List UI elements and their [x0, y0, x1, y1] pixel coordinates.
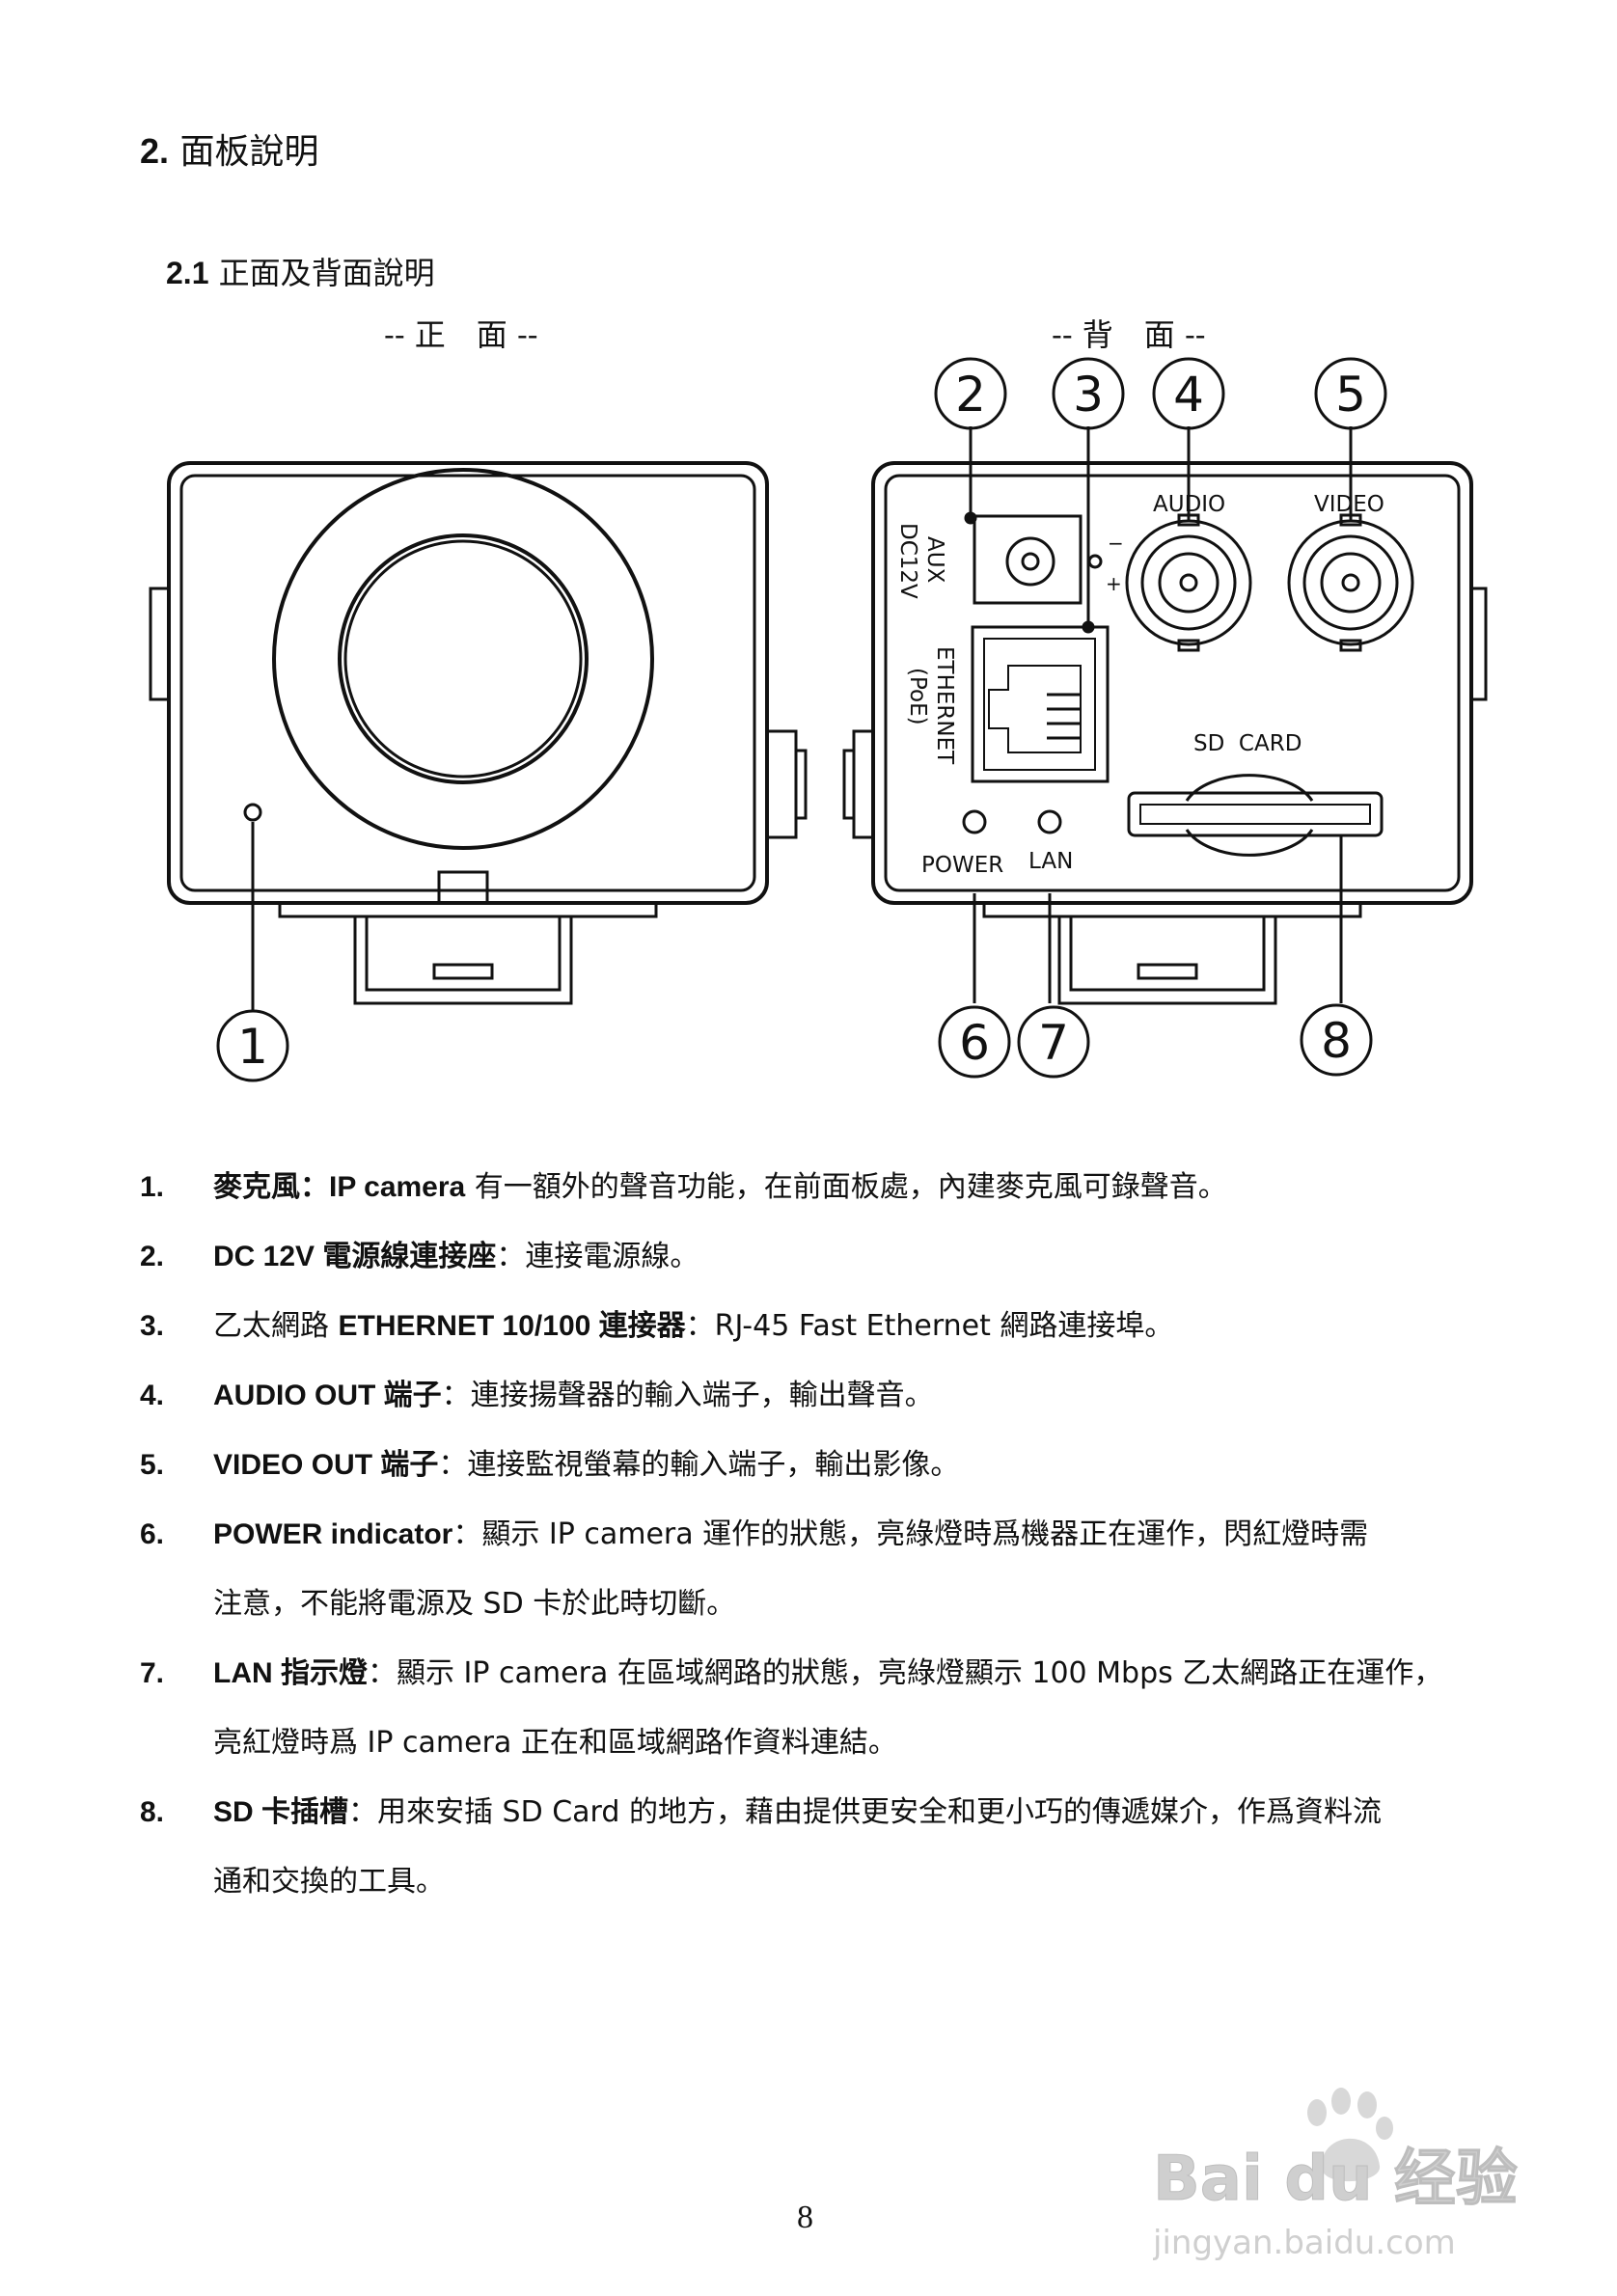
section-heading: 2. 面板說明: [140, 123, 319, 174]
camera-panel-diagram: 1 2 3 4 5 6 7 8 AUX DC12V ETHERNET (PoE)…: [149, 357, 1488, 1082]
plus-label: +: [1106, 572, 1122, 595]
page-number: 8: [797, 2200, 813, 2235]
microphone-hole: [243, 803, 262, 822]
callout-7: 7: [1038, 1015, 1069, 1071]
subsection-number: 2.1: [166, 256, 209, 290]
callout-2: 2: [955, 367, 986, 423]
sd-card-slot: [1127, 774, 1384, 857]
aux-label: AUX: [922, 536, 947, 584]
sd-card-label: SD CARD: [1193, 731, 1302, 756]
audio-label: AUDIO: [1153, 492, 1225, 517]
lens-ring: [272, 468, 654, 850]
dc-power-jack: [973, 514, 1083, 605]
section-number: 2.: [140, 131, 170, 171]
callout-6: 6: [959, 1015, 990, 1071]
baidu-watermark: Bai du 经验 jingyan.baidu.com: [1153, 2088, 1518, 2262]
callout-4: 4: [1173, 367, 1204, 423]
video-label: VIDEO: [1314, 492, 1384, 517]
ethernet-port: [971, 625, 1110, 783]
watermark-brand: Bai du 经验: [1153, 2144, 1518, 2215]
lens: [338, 533, 589, 784]
ethernet-label: ETHERNET: [932, 646, 957, 765]
back-panel: [842, 461, 1488, 1005]
power-label: POWER: [921, 853, 1003, 878]
section-title: 面板說明: [179, 132, 319, 172]
callout-3: 3: [1073, 367, 1104, 423]
callout-8: 8: [1321, 1013, 1352, 1069]
subsection-title: 正面及背面說明: [218, 255, 435, 291]
front-view-label: -- 正 面 --: [384, 316, 538, 353]
video-bnc-connector: [1287, 513, 1414, 652]
power-led: [962, 809, 987, 834]
back-view-label: -- 背 面 --: [1052, 316, 1206, 353]
front-panel: [149, 461, 808, 1005]
watermark-url: jingyan.baidu.com: [1153, 2224, 1456, 2262]
audio-bnc-connector: [1125, 513, 1252, 652]
poe-label: (PoE): [905, 668, 930, 725]
lan-led: [1037, 809, 1062, 834]
dc12v-label: DC12V: [895, 523, 920, 599]
minus-label: −: [1108, 532, 1124, 555]
subsection-heading: 2.1 正面及背面說明: [166, 249, 435, 293]
callout-5: 5: [1335, 367, 1366, 423]
callout-1: 1: [237, 1019, 268, 1075]
lan-label: LAN: [1028, 849, 1073, 874]
